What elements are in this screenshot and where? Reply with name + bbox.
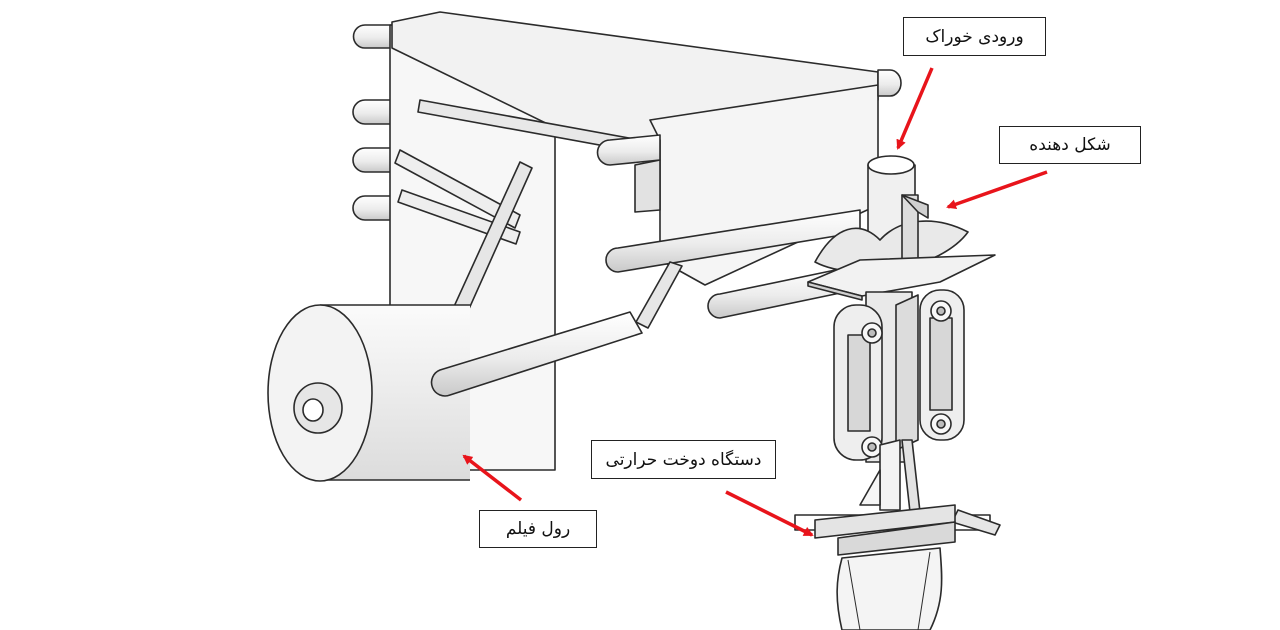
arrow-film-roll (462, 454, 523, 502)
arrow-feed-inlet (896, 67, 934, 150)
film-roll (267, 304, 470, 482)
label-film-roll: رول فیلم (479, 510, 597, 548)
pull-down-belts (833, 289, 965, 513)
front-roller (430, 311, 643, 397)
label-heat-sealer: دستگاه دوخت حرارتی (591, 440, 776, 479)
callout-arrows (462, 67, 1048, 537)
label-forming-tube: شکل دهنده (999, 126, 1141, 164)
arrow-heat-sealer (725, 490, 814, 537)
forming-collar (807, 194, 996, 301)
label-feed-inlet: ورودی خوراک (903, 17, 1046, 56)
support-bar-right (635, 261, 683, 329)
arrow-forming-tube (946, 170, 1048, 210)
heat-sealer (794, 469, 1001, 630)
